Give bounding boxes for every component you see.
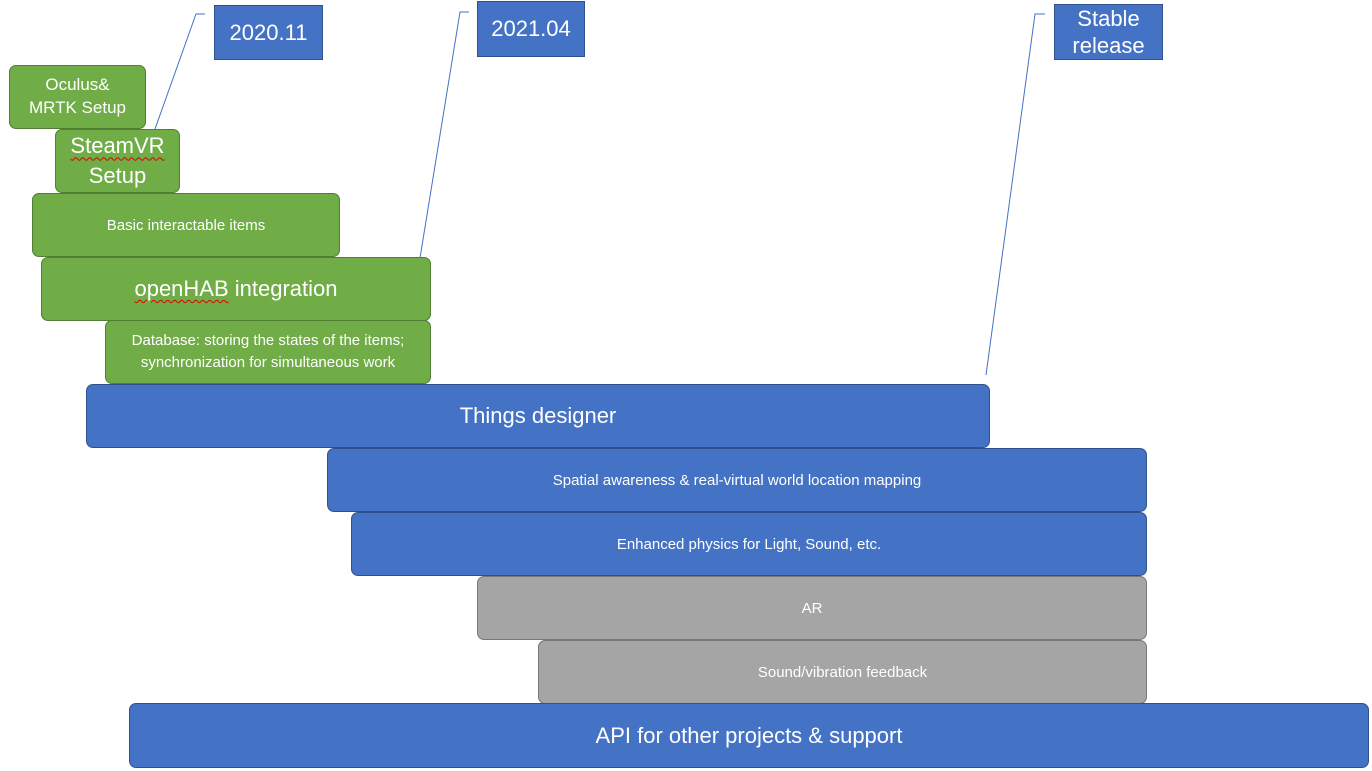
task-database: Database: storing the states of the item… [105, 320, 431, 384]
callout-2021-04: 2021.04 [477, 1, 585, 57]
task-physics-label: Enhanced physics for Light, Sound, etc. [616, 535, 882, 553]
callout-stable-label-line1: Stable [1077, 5, 1140, 31]
task-enhanced-physics: Enhanced physics for Light, Sound, etc. [351, 512, 1147, 576]
task-steamvr-word: SteamVR [70, 133, 165, 159]
task-feedback-label: Sound/vibration feedback [757, 663, 928, 681]
task-openhab-integration: openHAB integration [41, 257, 431, 321]
callout-2020-11-label: 2020.11 [229, 19, 308, 45]
task-spatial-awareness: Spatial awareness & real-virtual world l… [327, 448, 1147, 512]
task-oculus-mrtk-setup: Oculus& MRTK Setup [9, 65, 146, 129]
task-api-label: API for other projects & support [595, 722, 903, 748]
task-basic-items-label: Basic interactable items [106, 216, 266, 234]
callout-stable-label-line2: release [1072, 33, 1145, 58]
task-oculus-line1: Oculus& [45, 75, 110, 95]
callout-line-2021-04 [419, 11, 469, 259]
task-oculus-line2: MRTK Setup [28, 98, 126, 117]
callout-2021-04-label: 2021.04 [491, 16, 571, 42]
task-ar-label: AR [801, 599, 823, 617]
task-steamvr-line2: Setup [88, 163, 147, 188]
task-openhab-rest: integration [228, 276, 338, 301]
callout-line-stable-release [985, 13, 1045, 376]
callout-2020-11: 2020.11 [214, 5, 323, 60]
task-database-line2: synchronization for simultaneous work [140, 354, 396, 371]
task-spatial-label: Spatial awareness & real-virtual world l… [552, 471, 922, 489]
task-sound-vibration-feedback: Sound/vibration feedback [538, 640, 1147, 704]
task-ar: AR [477, 576, 1147, 640]
callout-line-2020-11 [154, 13, 205, 130]
task-openhab-label: openHAB integration [134, 276, 337, 302]
task-things-designer: Things designer [86, 384, 990, 448]
task-basic-interactable-items: Basic interactable items [32, 193, 340, 257]
task-things-designer-label: Things designer [459, 403, 617, 428]
callout-stable-release: Stable release [1054, 4, 1163, 60]
task-api-support: API for other projects & support [129, 703, 1369, 768]
task-steamvr-setup: SteamVR Setup [55, 129, 180, 193]
task-openhab-word: openHAB [134, 276, 229, 301]
task-database-line1: Database: storing the states of the item… [131, 332, 405, 350]
